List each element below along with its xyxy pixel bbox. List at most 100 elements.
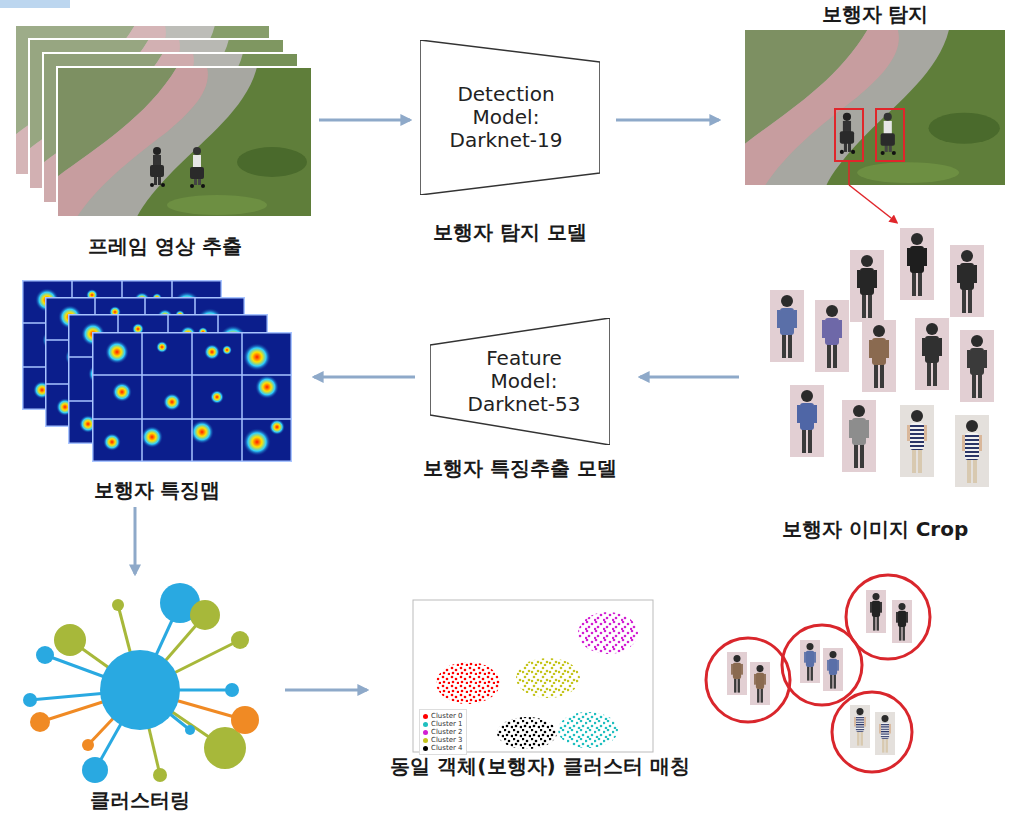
match-circle <box>846 575 930 659</box>
person-crop <box>875 712 895 755</box>
person-crop <box>850 250 884 322</box>
match-circle <box>832 692 912 772</box>
model-name: Feature Model: Darknet-53 <box>430 318 610 445</box>
person-crop <box>842 400 876 472</box>
person-crop <box>892 600 912 643</box>
stage-caption: 프레임 영상 추출 <box>0 234 395 258</box>
flow-arrow <box>314 376 415 379</box>
graph-node <box>204 727 246 769</box>
person-crop <box>727 652 747 695</box>
legend-entry: Cluster 1 <box>423 720 463 728</box>
trapezoid-border <box>430 318 610 445</box>
image-panel: 클러스터링 <box>15 578 265 812</box>
legend-entry: Cluster 0 <box>423 712 463 720</box>
legend-label: Cluster 0 <box>431 712 463 720</box>
image-panel: 보행자 특징맵 <box>22 280 292 502</box>
person-crop <box>866 590 886 633</box>
legend-swatch <box>423 730 428 735</box>
graph-node <box>185 725 195 735</box>
model-name: Detection Model: Darknet-19 <box>420 40 600 195</box>
person-crop <box>955 415 989 487</box>
flow-arrow <box>640 376 739 379</box>
graph-node <box>23 693 37 707</box>
person-crop <box>900 228 934 300</box>
graph-node <box>82 757 108 783</box>
stage-caption: 동일 객체(보행자) 클러스터 매칭 <box>295 754 785 778</box>
match-circle <box>706 638 790 722</box>
point-cluster <box>558 712 618 748</box>
person-crop <box>815 300 849 372</box>
bounding-box <box>876 109 904 161</box>
legend-entry: Cluster 2 <box>423 728 463 736</box>
person-crop <box>960 330 994 402</box>
graph-node <box>231 706 259 734</box>
stage-caption: 보행자 탐지 <box>665 2 1019 26</box>
graph-node <box>231 631 249 649</box>
legend-label: Cluster 2 <box>431 728 463 736</box>
legend-swatch <box>423 714 428 719</box>
matched-crops <box>706 575 930 772</box>
person-crop <box>750 662 770 705</box>
person-crop <box>770 290 804 362</box>
image-panel: 프레임 영상 추출 <box>15 25 315 258</box>
scatter-legend: Cluster 0Cluster 1Cluster 2Cluster 3Clus… <box>419 709 467 755</box>
video-frame <box>745 30 1005 185</box>
frame-stack <box>15 25 312 217</box>
flow-arrow <box>319 119 410 122</box>
scatter-plot <box>413 600 653 752</box>
stage-caption: 보행자 이미지 Crop <box>665 517 1019 541</box>
legend-entry: Cluster 4 <box>423 744 463 752</box>
legend-label: Cluster 1 <box>431 720 463 728</box>
legend-label: Cluster 3 <box>431 736 463 744</box>
flow-arrow <box>849 185 897 223</box>
video-frame <box>57 67 312 217</box>
graph-node <box>36 646 54 664</box>
feature-map <box>92 332 292 462</box>
person-crop <box>800 640 820 683</box>
graph-node <box>190 600 220 630</box>
person-crop <box>950 245 984 317</box>
image-panel: 보행자 탐지 <box>745 2 1005 185</box>
legend-entry: Cluster 3 <box>423 736 463 744</box>
point-cluster <box>578 612 638 654</box>
cluster-graph <box>23 583 259 783</box>
heatmap-stack <box>22 280 292 462</box>
model-box: Feature Model: Darknet-53보행자 특징추출 모델 <box>430 318 610 480</box>
point-cluster <box>497 717 557 749</box>
crop-collage <box>770 228 994 487</box>
graph-node <box>54 624 86 656</box>
person-crop <box>790 385 824 457</box>
stage-caption: 보행자 탐지 모델 <box>340 220 680 244</box>
corner-tab <box>0 0 70 8</box>
graph-node <box>153 768 167 782</box>
person-crop <box>862 320 896 392</box>
person-crop <box>900 405 934 477</box>
legend-label: Cluster 4 <box>431 744 463 752</box>
frame-border <box>57 67 312 217</box>
stage-caption: 보행자 특징추출 모델 <box>350 456 690 480</box>
graph-node <box>30 712 50 732</box>
crop-leader <box>848 161 850 185</box>
stage-caption: 클러스터링 <box>0 788 345 812</box>
legend-swatch <box>423 738 428 743</box>
legend-swatch <box>423 746 428 751</box>
image-panel: 보행자 이미지 Crop <box>745 225 1005 541</box>
point-cluster <box>436 662 500 704</box>
graph-node <box>225 683 239 697</box>
person-crop <box>823 648 843 691</box>
person-crop <box>850 705 870 748</box>
graph-hub <box>100 650 180 730</box>
graph-node <box>112 599 124 611</box>
flow-arrow <box>134 507 137 574</box>
plot-frame <box>413 600 653 752</box>
flow-arrow <box>616 119 719 122</box>
point-cluster <box>516 658 580 698</box>
graph-node <box>82 739 94 751</box>
person-crop <box>915 318 949 390</box>
bounding-box <box>835 109 863 161</box>
legend-swatch <box>423 722 428 727</box>
model-box: Detection Model: Darknet-19보행자 탐지 모델 <box>420 40 600 244</box>
stage-caption: 보행자 특징맵 <box>0 478 372 502</box>
flow-arrow <box>285 689 367 692</box>
detection-image <box>745 30 1005 185</box>
